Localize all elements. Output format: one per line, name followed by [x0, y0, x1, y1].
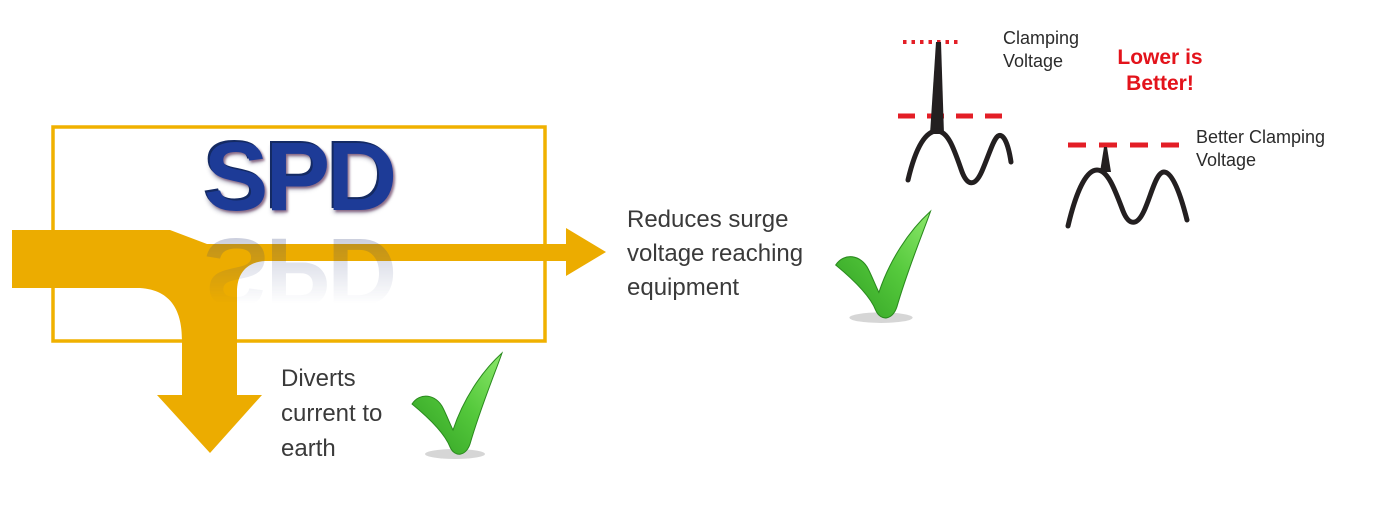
- surge-flow-arrow: [12, 228, 606, 453]
- better-clamping-line-1: Better Clamping: [1196, 127, 1326, 147]
- callout-line-1: Lower is: [1117, 46, 1203, 69]
- spd-label-reflection: SPD: [203, 218, 395, 327]
- checkmark-icon: [834, 209, 932, 323]
- callout-line-2: Better!: [1126, 72, 1194, 95]
- reduce-line-3: equipment: [627, 274, 740, 301]
- spd-label: SPD: [203, 122, 397, 231]
- checkmark-glyph: [834, 209, 932, 319]
- clamping-voltage-label: Clamping Voltage: [1003, 27, 1079, 73]
- checkmark-glyph: [411, 351, 504, 455]
- clamped-spike: [1100, 147, 1111, 172]
- divert-line-2: current to: [281, 400, 383, 427]
- checkmark-shadow: [849, 312, 913, 323]
- divert-benefit-text: Diverts current to earth: [281, 361, 382, 466]
- surge-spike: [930, 42, 944, 134]
- reduce-line-2: voltage reaching: [627, 240, 804, 267]
- checkmark-icon: [411, 351, 504, 459]
- clamped-wave-trace: [1065, 167, 1190, 229]
- lower-is-better-callout: Lower is Better!: [1093, 45, 1227, 97]
- clamping-line-1: Clamping: [1003, 28, 1080, 48]
- reduce-line-1: Reduces surge: [627, 206, 789, 233]
- better-clamping-voltage-label: Better Clamping Voltage: [1196, 126, 1325, 172]
- surge-wave-trace: [905, 128, 1014, 186]
- reduce-benefit-text: Reduces surge voltage reaching equipment: [627, 203, 803, 305]
- better-clamping-line-2: Voltage: [1196, 150, 1257, 170]
- divert-line-3: earth: [281, 435, 336, 462]
- checkmark-shadow: [425, 449, 485, 459]
- clamped-waveform: [1065, 142, 1190, 229]
- surge-waveform: [898, 40, 1014, 186]
- clamping-line-2: Voltage: [1003, 51, 1064, 71]
- divert-line-1: Diverts: [281, 365, 356, 392]
